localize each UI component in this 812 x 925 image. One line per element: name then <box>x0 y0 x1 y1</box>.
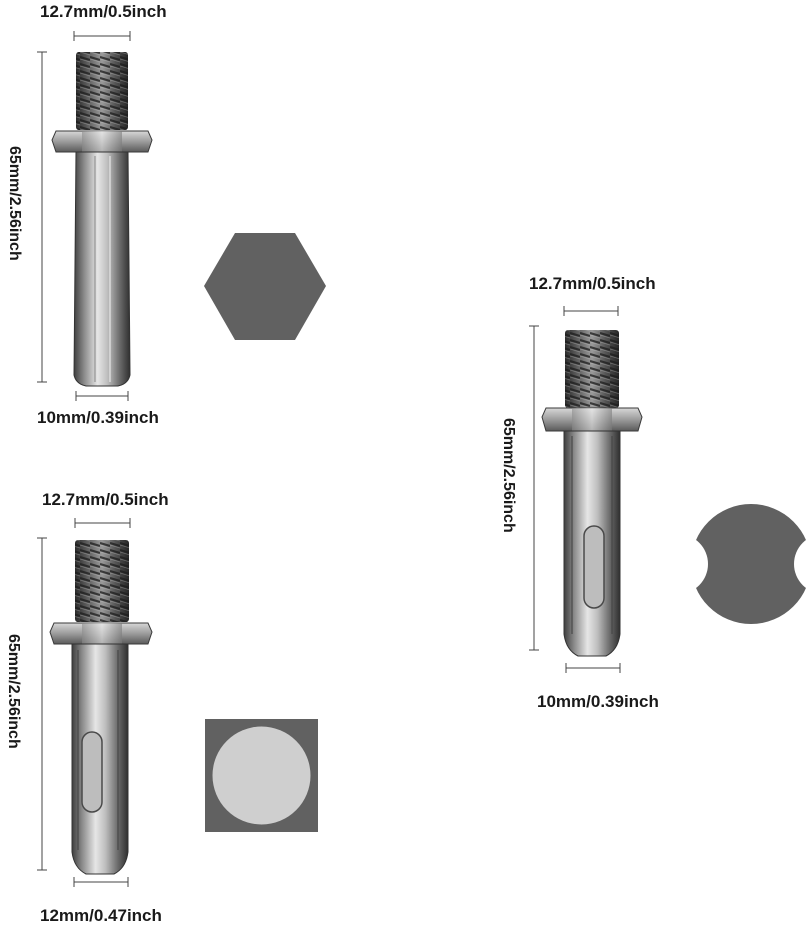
shank-dimension-line <box>565 663 621 673</box>
top-diameter-label: 12.7mm/0.5inch <box>42 490 169 509</box>
length-label: 65mm/2.56inch <box>5 634 22 749</box>
length-label: 65mm/2.56inch <box>500 418 517 533</box>
shank-dimension-line <box>73 877 129 887</box>
hex-shank-bit <box>37 31 153 401</box>
shank-diameter-label: 12mm/0.47inch <box>40 906 162 925</box>
top-dimension-line <box>74 518 131 528</box>
top-dimension-line <box>563 306 619 316</box>
sds-round-shank-bit <box>37 518 153 887</box>
length-dimension-line <box>37 537 47 871</box>
shank-dimension-line <box>75 391 129 401</box>
top-diameter-label: 12.7mm/0.5inch <box>529 274 656 293</box>
length-label: 65mm/2.56inch <box>6 146 23 261</box>
top-dimension-line <box>73 31 131 41</box>
sds-plus-shank-bit <box>529 306 643 673</box>
round-profile-icon <box>205 719 318 832</box>
hex-profile-icon <box>204 233 326 340</box>
shank-diameter-label: 10mm/0.39inch <box>537 692 659 711</box>
length-dimension-line <box>37 51 47 383</box>
notched-profile-icon <box>691 504 811 624</box>
length-dimension-line <box>529 325 539 651</box>
top-diameter-label: 12.7mm/0.5inch <box>40 2 167 21</box>
shank-diameter-label: 10mm/0.39inch <box>37 408 159 427</box>
